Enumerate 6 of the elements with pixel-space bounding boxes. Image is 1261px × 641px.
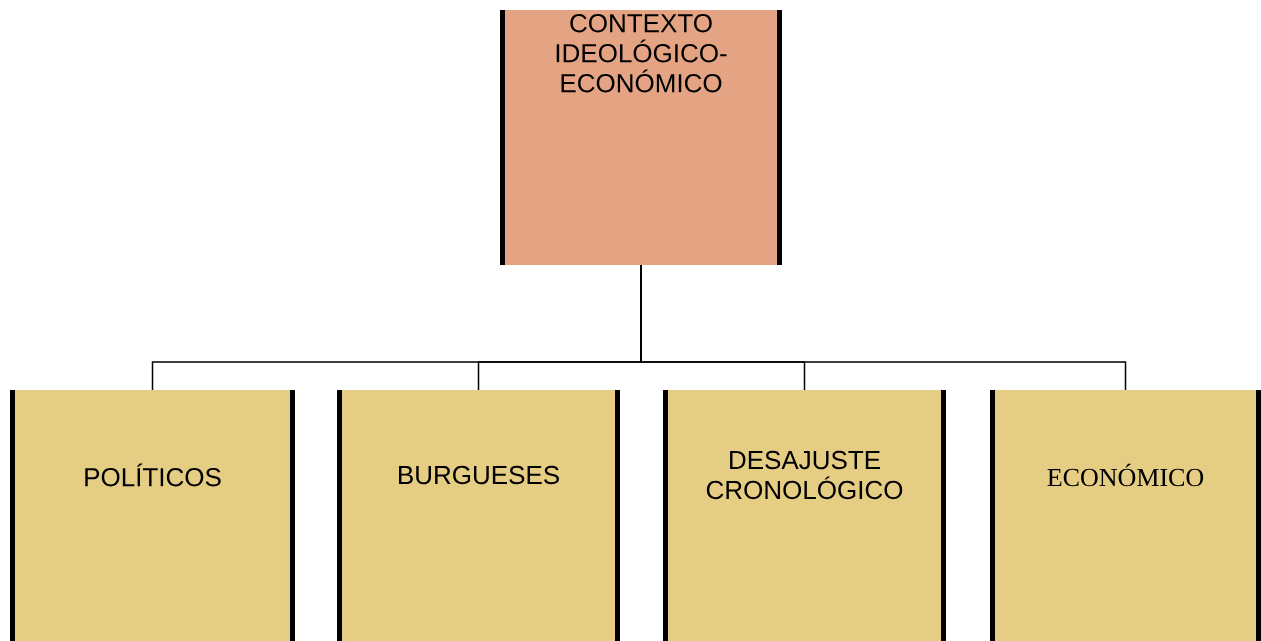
connector [640, 264, 1127, 391]
heading-box: CONTEXTO IDEOLÓGICO-ECONÓMICO [500, 10, 782, 265]
category-box: DESAJUSTE CRONOLÓGICO [663, 390, 946, 641]
category-box: ECONÓMICO [990, 390, 1261, 641]
category-box: POLÍTICOS [10, 390, 295, 641]
category-box: BURGUESES [337, 390, 620, 641]
